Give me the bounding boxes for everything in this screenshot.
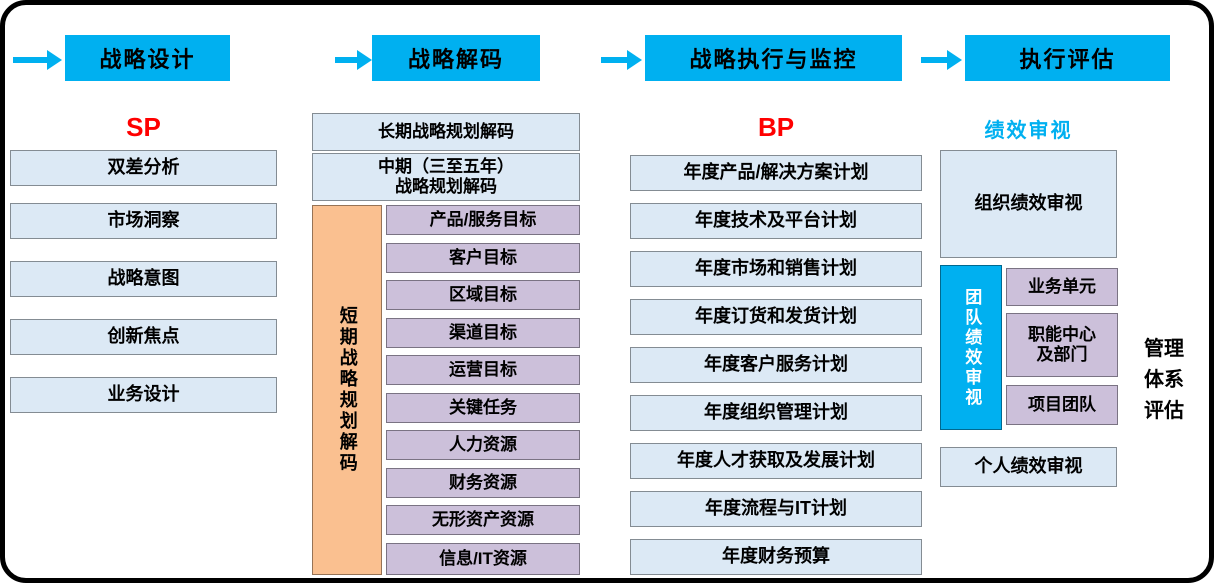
management-system-label: 管理体系评估 [1125, 315, 1203, 445]
decode-item: 客户目标 [386, 243, 580, 273]
bp-item: 年度组织管理计划 [630, 395, 922, 431]
bp-item: 年度流程与IT计划 [630, 491, 922, 527]
decode-item: 区域目标 [386, 280, 580, 310]
sp-item: 战略意图 [10, 261, 277, 297]
bp-item: 年度客户服务计划 [630, 347, 922, 383]
team-review-item: 项目团队 [1006, 385, 1118, 425]
decode-item: 财务资源 [386, 468, 580, 498]
decode-item: 信息/IT资源 [386, 543, 580, 575]
short-term-decode-box: 短期战略规划解码 [312, 205, 382, 575]
phase-execution-evaluation: 执行评估 [965, 35, 1170, 81]
sp-item: 业务设计 [10, 377, 277, 413]
mid-term-line: 战略规划解码 [395, 177, 497, 196]
short-term-decode-label: 短期战略规划解码 [337, 306, 358, 474]
decode-item: 产品/服务目标 [386, 205, 580, 235]
bp-item: 年度产品/解决方案计划 [630, 155, 922, 191]
phase-strategy-design: 战略设计 [65, 35, 230, 81]
sp-title: SP [126, 111, 161, 142]
org-review-box: 组织绩效审视 [940, 150, 1117, 258]
decode-item: 渠道目标 [386, 318, 580, 348]
flow-arrow-icon [921, 57, 947, 63]
sp-item: 双差分析 [10, 150, 277, 186]
phase-strategy-decode: 战略解码 [372, 35, 540, 81]
team-review-label: 团队绩效审视 [962, 287, 982, 408]
sp-item: 市场洞察 [10, 203, 277, 239]
mid-term-decode-box: 中期（三至五年） 战略规划解码 [312, 153, 580, 201]
flow-arrow-icon [601, 57, 627, 63]
bp-item: 年度市场和销售计划 [630, 251, 922, 287]
personal-review-box: 个人绩效审视 [940, 447, 1117, 487]
decode-item: 人力资源 [386, 430, 580, 460]
sp-item: 创新焦点 [10, 319, 277, 355]
team-review-item: 业务单元 [1006, 268, 1118, 306]
bp-title: BP [757, 111, 795, 142]
bp-item: 年度订货和发货计划 [630, 299, 922, 335]
decode-item: 关键任务 [386, 393, 580, 423]
phase-execution-monitoring: 战略执行与监控 [645, 35, 902, 81]
team-review-box: 团队绩效审视 [940, 265, 1002, 430]
flow-arrow-icon [335, 57, 357, 63]
decode-item: 运营目标 [386, 355, 580, 385]
mid-term-line: 中期（三至五年） [378, 156, 514, 176]
decode-item: 无形资产资源 [386, 505, 580, 535]
flow-arrow-icon [13, 57, 47, 63]
bp-item: 年度财务预算 [630, 539, 922, 575]
review-title: 绩效审视 [984, 119, 1073, 142]
management-system-text: 管理体系评估 [1144, 337, 1184, 422]
long-term-decode-box: 长期战略规划解码 [312, 113, 580, 151]
team-review-item: 职能中心及部门 [1006, 313, 1118, 377]
bp-item: 年度人才获取及发展计划 [630, 443, 922, 479]
bp-item: 年度技术及平台计划 [630, 203, 922, 239]
